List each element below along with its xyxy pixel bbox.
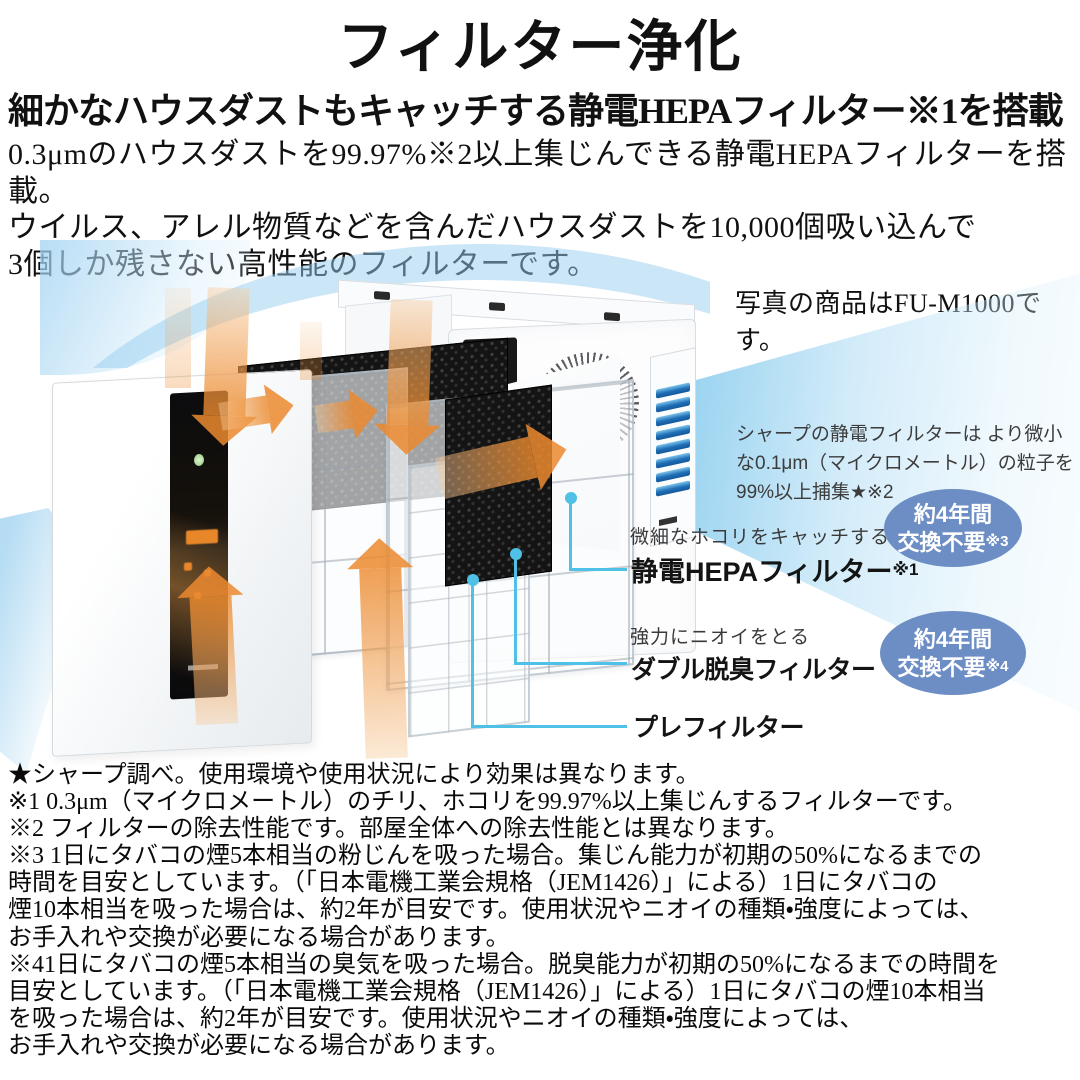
prefilter-label: プレフィルター xyxy=(633,714,805,742)
louver-slat xyxy=(656,410,690,427)
badge-line1: 約4年間 xyxy=(913,626,993,652)
airflow-arrow-up-icon xyxy=(346,537,420,759)
leader-line xyxy=(569,568,627,571)
annotation-line: な0.1μm（マイクロメートル）の粒子を xyxy=(736,453,1074,474)
airflow-band-icon xyxy=(165,288,191,388)
replacement-badge-deodorizer: 約4年間 交換不要※4 xyxy=(880,611,1026,695)
vent-slot xyxy=(489,302,505,312)
footnote-line: ※3 1日にタバコの煙5本相当の粉じんを吸った場合。集じん能力が初期の50%にな… xyxy=(8,843,982,870)
airflow-arrow-up-icon xyxy=(175,564,250,726)
hepa-caption: 微細なホコリをキャッチする xyxy=(630,527,891,548)
footnote-line: 目安としています。（「日本電機工業会規格（JEM1426）」による）1日にタバコ… xyxy=(8,978,986,1005)
leader-dot-hepa xyxy=(565,492,577,504)
footnote-line: ※2 フィルターの除去性能です。部屋全体への除去性能とは異なります。 xyxy=(8,816,789,843)
airflow-arrow-down-icon xyxy=(373,299,444,456)
airflow-arc xyxy=(20,228,710,368)
leader-dot-deodorizer xyxy=(510,548,522,560)
leader-line xyxy=(569,503,572,570)
leader-dot-prefilter xyxy=(467,574,479,586)
airflow-arrow-right-icon xyxy=(313,385,382,444)
louver-slat xyxy=(656,396,690,413)
vent-slot xyxy=(374,291,390,301)
leader-line xyxy=(471,725,627,728)
louver-slat xyxy=(656,382,690,399)
footnotes: ★シャープ調べ。使用環境や使用状況により効果は異なります。 ※1 0.3μm（マ… xyxy=(8,762,1076,1060)
louver-slat xyxy=(656,452,690,469)
airflow-band-icon xyxy=(300,322,322,380)
deodorizer-caption: 強力にニオイをとる xyxy=(630,627,811,648)
badge-ref: ※4 xyxy=(985,657,1009,675)
annotation-line: シャープの静電フィルターは より微小 xyxy=(736,424,1063,445)
louver-slat xyxy=(656,480,690,497)
replacement-badge-hepa: 約4年間 交換不要※3 xyxy=(884,489,1022,567)
air-outlet-louver-panel xyxy=(650,347,696,547)
badge-line1: 約4年間 xyxy=(913,501,993,527)
intro-line: 0.3μmのハウスダストを99.97%※2以上集じんできる静電HEPAフィルター… xyxy=(8,138,1067,208)
hepa-label-text: 静電HEPAフィルター xyxy=(631,557,893,587)
badge-ref: ※3 xyxy=(985,532,1009,550)
page-title: フィルター浄化 xyxy=(337,17,743,79)
badge-line2-text: 交換不要 xyxy=(897,529,986,555)
hepa-label: 静電HEPAフィルター※1 xyxy=(631,550,918,589)
badge-line2: 交換不要※4 xyxy=(880,653,1026,681)
badge-line2-text: 交換不要 xyxy=(897,654,986,680)
footnote-line: を吸った場合は、約2年が目安です。使用状況やニオイの種類・強度によっては、 xyxy=(8,1005,864,1032)
display-led xyxy=(186,529,218,545)
annotation-line: 99%以上捕集★※2 xyxy=(736,482,894,503)
footnote-line: ★シャープ調べ。使用環境や使用状況により効果は異なります。 xyxy=(8,762,700,788)
footnote-line: お手入れや交換が必要になる場合があります。 xyxy=(8,1032,510,1059)
plasmacluster-logo-icon xyxy=(194,453,204,467)
deodorizer-label: ダブル脱臭フィルター xyxy=(631,656,876,684)
footnote-line: 煙10本相当を吸った場合は、約2年が目安です。使用状況やニオイの種類・強度によっ… xyxy=(8,897,984,924)
electrostatic-annotation: シャープの静電フィルターは より微小 な0.1μm（マイクロメートル）の粒子を … xyxy=(736,420,1074,507)
vent-slot xyxy=(604,312,620,322)
louver-slat xyxy=(656,424,690,441)
footnote-line: ※41日にタバコの煙5本相当の臭気を吸った場合。脱臭能力が初期の50%になるまで… xyxy=(8,951,1000,978)
footnote-line: ※1 0.3μm（マイクロメートル）のチリ、ホコリを99.97%以上集じんするフ… xyxy=(8,789,967,816)
badge-line2: 交換不要※3 xyxy=(884,528,1022,556)
leader-line xyxy=(514,662,627,665)
intro-line: ウイルス、アレル物質などを含んだハウスダストを10,000個吸い込んで xyxy=(8,211,977,244)
footnote-line: 時間を目安としています。（「日本電機工業会規格（JEM1426）」による）1日に… xyxy=(8,870,938,897)
leader-line xyxy=(514,556,517,664)
hepa-label-ref: ※1 xyxy=(892,560,919,579)
leader-line xyxy=(471,582,474,728)
headline: 細かなハウスダストもキャッチする静電HEPAフィルター※1を搭載 xyxy=(8,91,1064,131)
footnote-line: お手入れや交換が必要になる場合があります。 xyxy=(8,924,510,951)
louver-slat xyxy=(656,438,690,455)
louver-slat xyxy=(656,466,690,483)
